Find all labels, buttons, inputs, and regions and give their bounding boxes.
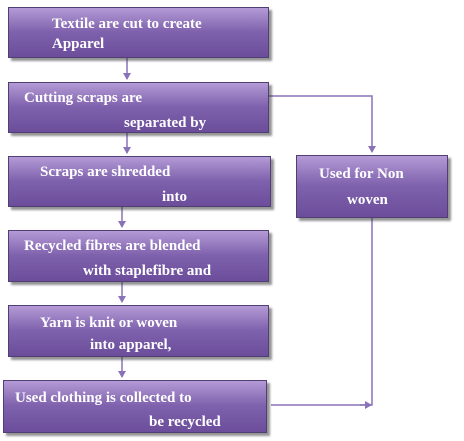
step-2-box: Cutting scraps are separated by [8,82,269,133]
step-3-line-1: Scraps are shredded [40,164,171,180]
step-1-box: Textile are cut to create Apparel [8,7,269,58]
step-1-line-2: Apparel [52,36,105,52]
step-5-box: Yarn is knit or woven into apparel, [8,305,269,357]
arrow-side-to-step6 [271,218,373,406]
step-6-line-2: be recycled [149,414,221,430]
step-3-box: Scraps are shredded into [8,156,271,207]
arrow-step2-to-side [268,95,376,153]
non-woven-line-2: woven [347,192,388,208]
step-2-line-2: separated by [124,115,207,131]
step-5-line-2: into apparel, [90,337,172,353]
non-woven-box: Used for Non woven [296,155,448,218]
step-4-line-1: Recycled fibres are blended [24,238,201,254]
step-4-line-2: with staplefibre and [83,263,212,279]
step-3-line-2: into [162,189,188,205]
step-6-box: Used clothing is collected to be recycle… [3,380,267,433]
step-4-box: Recycled fibres are blended with staplef… [8,230,269,282]
step-6-line-1: Used clothing is collected to [15,390,192,406]
step-1-line-1: Textile are cut to create [52,16,202,32]
step-2-line-1: Cutting scraps are [24,90,143,106]
non-woven-line-1: Used for Non [319,166,404,182]
step-5-line-1: Yarn is knit or woven [40,315,178,331]
